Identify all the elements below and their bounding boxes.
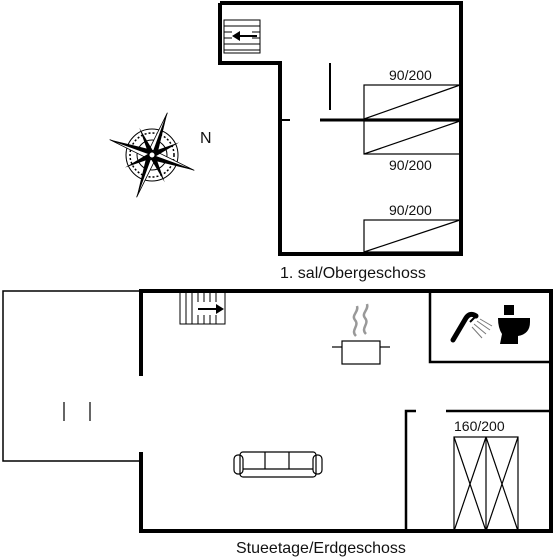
terrace-outline: [2, 290, 140, 462]
ground-floor: [2, 289, 553, 533]
ground-floor-label: Stueetage/Erdgeschoss: [236, 540, 406, 557]
shower-icon: [450, 311, 493, 343]
upper-floor: [218, 1, 463, 256]
upper-staircase: [223, 19, 261, 54]
stair-arrowhead-icon: [216, 304, 224, 314]
cooking-pot-icon: [332, 303, 390, 365]
upper-floor-outer-wall: [218, 1, 463, 256]
toilet-icon: [498, 305, 530, 344]
upper-floor-label: 1. sal/Obergeschoss: [280, 265, 426, 282]
ground-staircase: [179, 290, 226, 325]
sofa-icon: [233, 451, 323, 478]
bed-size-label: 90/200: [389, 157, 432, 173]
bed-size-label: 90/200: [389, 202, 432, 218]
stair-arrowhead-icon: [232, 31, 240, 41]
bed-size-label: 90/200: [389, 67, 432, 83]
bed-icon: [363, 219, 461, 253]
bedroom-wall: [404, 409, 416, 531]
bed-icon: [363, 84, 461, 120]
double-bed-icon: [453, 436, 519, 532]
bed-size-label: 160/200: [454, 418, 505, 434]
compass-north-label: N: [200, 130, 212, 147]
bed-icon: [363, 120, 461, 155]
compass-rose-icon: [109, 112, 195, 198]
bathroom-wall: [428, 291, 551, 364]
